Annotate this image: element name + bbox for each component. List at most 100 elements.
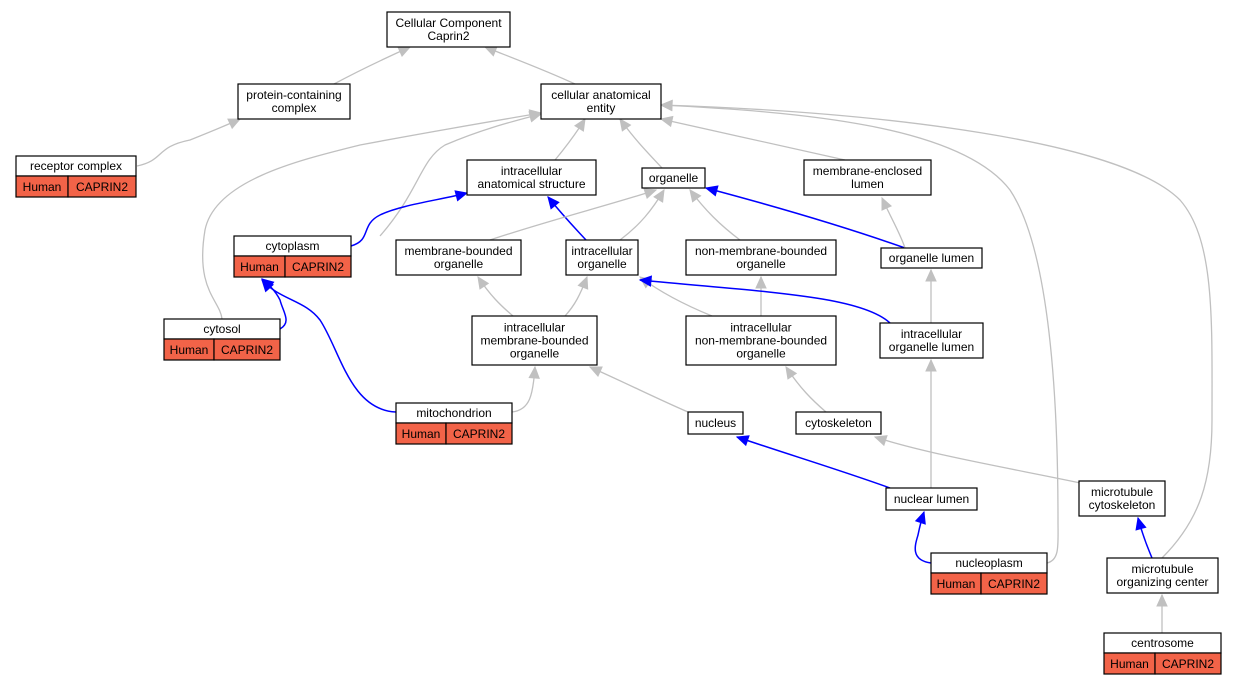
edge-mtoc-to-cellular-entity <box>660 104 1213 559</box>
node-label: organelle <box>736 347 786 361</box>
node-label: Cellular Component <box>395 16 502 30</box>
edge-ic-organelle-lumen-to-intracellular-organelle-arrowhead <box>638 275 653 287</box>
node-box <box>685 239 837 276</box>
node-organelle-lumen[interactable]: organelle lumen <box>880 247 983 269</box>
node-box <box>879 322 984 359</box>
edge-membrane-enclosed-lumen-to-cellular-entity-arrowhead <box>659 115 674 128</box>
edge-cytoplasm-to-intracellular-structure <box>350 192 468 247</box>
species-label: Human <box>937 577 976 591</box>
node-label: cellular anatomical <box>551 88 650 102</box>
edge-centrosome-to-mtoc-arrowhead <box>1156 593 1168 607</box>
edge-intracellular-structure-to-cellular-entity-arrowhead <box>574 117 586 132</box>
edge-membrane-enclosed-lumen-to-cellular-entity <box>660 118 846 161</box>
node-label: intracellular <box>504 321 565 335</box>
edge-ic-membrane-bounded-to-intracellular-organelle-arrowhead <box>577 275 589 290</box>
node-box <box>641 167 706 189</box>
node-box <box>803 159 932 196</box>
edge-organelle-lumen-to-membrane-enclosed-lumen-arrowhead <box>881 196 893 211</box>
node-box <box>395 239 522 276</box>
node-label: membrane-bounded <box>480 334 588 348</box>
gene-cell <box>445 422 513 445</box>
node-label: mitochondrion <box>416 406 491 420</box>
node-label: nucleus <box>695 416 736 430</box>
node-label: nuclear lumen <box>894 492 969 506</box>
node-ic-non-membrane-bounded[interactable]: intracellularnon-membrane-boundedorganel… <box>685 315 837 366</box>
node-label: microtubule <box>1131 562 1193 576</box>
edge-organelle-lumen-to-organelle <box>705 187 906 249</box>
node-organelle[interactable]: organelle <box>641 167 706 189</box>
edge-cytoskeleton-to-ic-non-membrane-bounded-arrowhead <box>785 365 798 380</box>
gene-cell <box>284 255 352 278</box>
species-label: Human <box>170 343 209 357</box>
node-label: organelle <box>649 171 699 185</box>
node-label: lumen <box>851 177 884 191</box>
node-label: microtubule <box>1091 485 1153 499</box>
node-box <box>471 315 598 366</box>
edge-receptor-complex-to-protein-complex-arrowhead <box>227 118 242 130</box>
edge-cytoplasm-to-cellular-entity <box>379 113 542 237</box>
edge-nuclear-lumen-to-nucleus <box>736 436 891 489</box>
edge-protein-complex-to-root <box>333 46 411 85</box>
species-label: Human <box>23 180 62 194</box>
node-box <box>880 247 983 269</box>
node-label: membrane-bounded <box>404 244 512 258</box>
node-box <box>237 83 351 120</box>
node-label: intracellular <box>501 164 562 178</box>
node-label: cytoplasm <box>265 239 319 253</box>
node-label: intracellular <box>901 327 962 341</box>
edge-layer <box>136 45 1213 633</box>
node-box <box>685 315 837 366</box>
node-label: intracellular <box>730 321 791 335</box>
edge-nuclear-lumen-to-ic-organelle-lumen-arrowhead <box>925 358 937 372</box>
node-label: cytoskeleton <box>805 416 872 430</box>
node-box <box>687 411 744 435</box>
edge-cellular-entity-to-root <box>484 46 576 85</box>
edge-organelle-lumen-to-organelle-arrowhead <box>704 185 719 197</box>
species-label: Human <box>240 260 279 274</box>
edge-nucleus-to-ic-membrane-bounded <box>589 366 689 413</box>
edge-microtubule-cytoskeleton-to-cytoskeleton <box>874 436 1091 486</box>
node-cytoskeleton[interactable]: cytoskeleton <box>795 411 882 435</box>
node-label: organelle <box>510 347 560 361</box>
gene-label: CAPRIN2 <box>292 260 344 274</box>
edge-membrane-bounded-to-organelle <box>489 189 657 241</box>
edge-nucleus-to-ic-membrane-bounded-arrowhead <box>588 366 603 377</box>
node-nuclear-lumen[interactable]: nuclear lumen <box>885 487 978 511</box>
node-label: non-membrane-bounded <box>695 334 827 348</box>
gene-cell <box>67 175 137 198</box>
edge-non-membrane-bounded-to-organelle-arrowhead <box>689 189 702 203</box>
edge-ic-organelle-lumen-to-organelle-lumen-arrowhead <box>925 268 937 282</box>
edge-mtoc-to-cellular-entity-arrowhead <box>659 99 673 112</box>
edge-protein-complex-to-root-arrowhead <box>397 46 412 57</box>
edge-intracellular-organelle-to-organelle-arrowhead <box>653 188 665 203</box>
node-box <box>386 11 511 48</box>
node-label: organelle <box>577 257 627 271</box>
edge-nuclear-lumen-to-nucleus-arrowhead <box>735 435 750 447</box>
gene-label: CAPRIN2 <box>221 343 273 357</box>
species-label: Human <box>1110 657 1149 671</box>
gene-cell <box>213 338 281 361</box>
edge-microtubule-cytoskeleton-to-cytoskeleton-arrowhead <box>873 435 888 447</box>
node-box <box>466 159 597 196</box>
node-label: organelle <box>434 257 484 271</box>
node-nucleus[interactable]: nucleus <box>687 411 744 435</box>
